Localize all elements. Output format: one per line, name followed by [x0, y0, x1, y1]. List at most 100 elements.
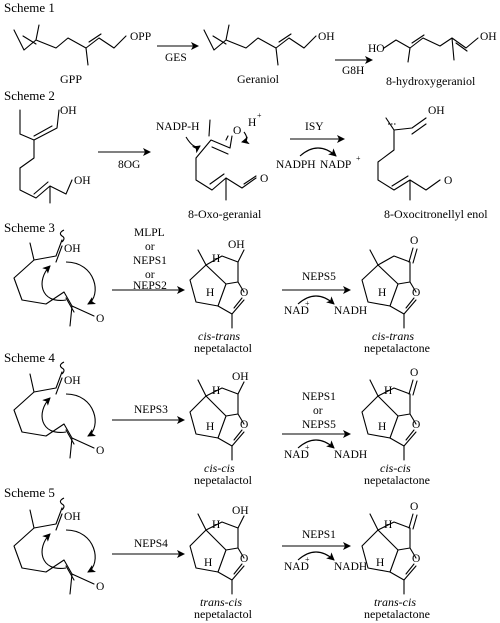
- hydroxygeraniol-oh-group: OH: [480, 31, 497, 43]
- scheme5-substrate-o: O: [96, 581, 104, 593]
- scheme5-lactone-h1: H: [384, 519, 392, 531]
- scheme4-lactol-oh: OH: [232, 371, 249, 383]
- scheme3-cofactor-in: NAD: [284, 305, 309, 317]
- scheme4-substrate-o: O: [96, 445, 104, 457]
- scheme-4: Scheme 4 OH O NEPS3 OH O H H: [4, 350, 430, 487]
- oxo-geranial-structure: NADP-H O H + O 8-Oxo-geranial: [156, 111, 268, 221]
- scheme5-lactone-label: nepetalactone: [364, 607, 430, 621]
- neps5-enzyme-label: NEPS5: [302, 271, 336, 283]
- scheme4-lactone-ring-o: O: [412, 419, 420, 431]
- scheme3-enzyme-3: NEPS2: [133, 280, 167, 292]
- geraniol-oh-group: OH: [318, 31, 335, 43]
- scheme4-cofactor-in-charge: +: [305, 443, 310, 452]
- scheme3-lactol-structure: OH O H H cis-trans nepetalactol: [189, 239, 253, 355]
- scheme5-lactol-o: O: [240, 553, 248, 565]
- scheme4-lactone-h1: H: [384, 385, 392, 397]
- g8h-enzyme-label: G8H: [342, 65, 364, 77]
- scheme-3: Scheme 3 OH O MLPL or NEPS1 or NEPS2: [4, 220, 430, 355]
- scheme4-lactone-structure: O O H H cis-cis nepetalactone: [361, 367, 430, 487]
- scheme5-lactone-stereo: trans-cis: [374, 595, 416, 609]
- scheme4-lactone-stereo: cis-cis: [380, 461, 411, 475]
- scheme3-lactone-structure: O O H cis-trans nepetalactone: [361, 235, 430, 355]
- gpp-label: GPP: [60, 72, 82, 86]
- scheme5-cofactor-in: NAD: [284, 561, 309, 573]
- hydroxygeraniol-ho-group: HO: [368, 43, 385, 55]
- oxo-geranial-h-label: H: [248, 117, 256, 129]
- scheme3-lactol-h1: H: [212, 253, 220, 265]
- scheme3-lactol-stereo: cis-trans: [198, 329, 240, 343]
- scheme3-cofactor-in-charge: +: [305, 299, 310, 308]
- scheme4-lactol-label: nepetalactol: [194, 473, 253, 487]
- oxo-geranial-oxo-o: O: [260, 173, 268, 185]
- scheme3-enzyme-or-1: or: [145, 241, 155, 253]
- scheme-3-heading: Scheme 3: [4, 220, 55, 235]
- scheme4-cofactor-out: NADH: [334, 449, 367, 461]
- scheme5-lactone-structure: O O H H trans-cis nepetalactone: [361, 501, 430, 621]
- scheme5-cofactor-in-charge: +: [305, 555, 310, 564]
- scheme2-substrate-structure: OH OH: [19, 105, 91, 204]
- enol-oh-label: OH: [428, 105, 445, 117]
- scheme3-lactone-ring-o: O: [412, 287, 420, 299]
- scheme4-lactol-h2: H: [206, 421, 214, 433]
- scheme5-lactol-h1: H: [212, 519, 220, 531]
- oxocitronellyl-enol-structure: OH O 8-Oxocitronellyl enol: [377, 105, 488, 221]
- neps4-enzyme-label: NEPS4: [134, 538, 168, 550]
- scheme3-lactol-o: O: [240, 287, 248, 299]
- scheme-2-heading: Scheme 2: [4, 88, 55, 103]
- scheme4-cofactor-in: NAD: [284, 449, 309, 461]
- scheme5-lactone-h2: H: [376, 557, 384, 569]
- scheme5-lactone-ring-o: O: [412, 553, 420, 565]
- scheme5-substrate-oh: OH: [64, 511, 81, 523]
- scheme-2: Scheme 2 OH OH 8OG NADP-H O H +: [4, 88, 488, 221]
- scheme2-substrate-top-oh: OH: [60, 105, 77, 117]
- geraniol-structure: OH Geraniol: [203, 24, 335, 86]
- scheme4-substrate-oh: OH: [64, 375, 81, 387]
- scheme-4-heading: Scheme 4: [4, 350, 55, 365]
- scheme5-substrate-structure: OH O: [13, 497, 104, 595]
- scheme4-lactone-carbonyl-o: O: [410, 367, 418, 379]
- scheme5-cofactor-out: NADH: [334, 561, 367, 573]
- scheme-1: Scheme 1 OPP GPP GES OH Geraniol G8H HO: [4, 0, 497, 88]
- scheme3-lactone-h: H: [378, 287, 386, 299]
- isy-cofactor-out-charge: +: [356, 154, 361, 163]
- scheme4-lactol-structure: OH O H H cis-cis nepetalactol: [189, 371, 253, 487]
- scheme3-lactol-oh: OH: [228, 239, 245, 251]
- gpp-structure: OPP GPP: [13, 24, 151, 86]
- scheme4-enzyme-or: or: [313, 405, 323, 417]
- scheme2-substrate-bottom-oh: OH: [74, 175, 91, 187]
- scheme4-lactol-o: O: [240, 419, 248, 431]
- scheme5-lactol-label: nepetalactol: [194, 607, 253, 621]
- scheme3-substrate-o: O: [96, 313, 104, 325]
- scheme3-lactol-h2: H: [206, 287, 214, 299]
- scheme5-lactone-carbonyl-o: O: [410, 501, 418, 513]
- scheme4-enzyme-2: NEPS5: [302, 419, 336, 431]
- oxo-geranial-o-label: O: [233, 125, 241, 137]
- gpp-opp-group: OPP: [130, 31, 151, 43]
- scheme3-substrate-structure: OH O: [13, 229, 104, 327]
- hydroxygeraniol-label: 8-hydroxygeraniol: [386, 74, 476, 88]
- scheme5-lactol-h2: H: [204, 557, 212, 569]
- oxo-geranial-nadph-label: NADP-H: [156, 121, 199, 133]
- scheme5-lactol-stereo: trans-cis: [200, 595, 242, 609]
- scheme4-enzyme-1: NEPS1: [302, 391, 336, 403]
- scheme-5-heading: Scheme 5: [4, 485, 55, 500]
- scheme3-enzyme-or-2: or: [145, 269, 155, 281]
- scheme4-lactone-h2: H: [378, 421, 386, 433]
- scheme3-lactone-label: nepetalactone: [364, 341, 430, 355]
- scheme5-lactol-structure: OH O H H trans-cis nepetalactol: [189, 505, 253, 621]
- scheme3-lactone-carbonyl-o: O: [410, 235, 418, 247]
- scheme3-substrate-oh: OH: [64, 243, 81, 255]
- oxo-geranial-h-plus: +: [257, 111, 262, 120]
- scheme3-lactol-label: nepetalactol: [194, 341, 253, 355]
- scheme4-substrate-structure: OH O: [13, 361, 104, 459]
- scheme3-cofactor-out: NADH: [334, 305, 367, 317]
- enol-o-label: O: [444, 175, 452, 187]
- ges-enzyme-label: GES: [165, 52, 187, 64]
- 8og-enzyme-label: 8OG: [118, 159, 140, 171]
- scheme3-enzyme-1: MLPL: [134, 227, 165, 239]
- scheme3-enzyme-2: NEPS1: [133, 255, 167, 267]
- scheme4-lactone-label: nepetalactone: [364, 473, 430, 487]
- scheme4-lactol-h1: H: [212, 385, 220, 397]
- scheme4-lactol-stereo: cis-cis: [204, 461, 235, 475]
